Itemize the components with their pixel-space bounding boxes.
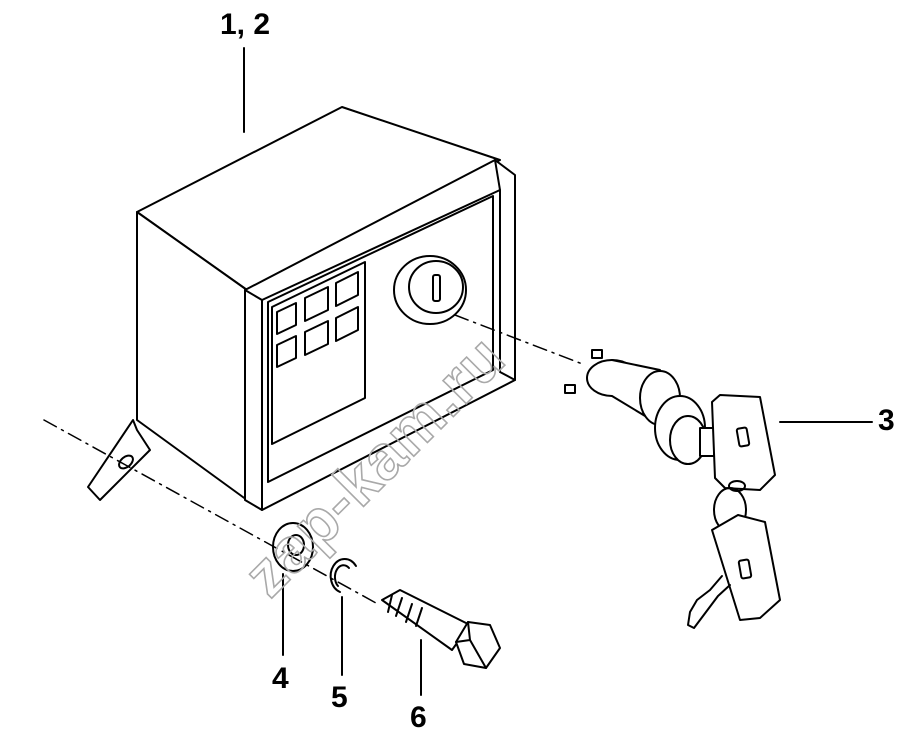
indicator-panel [271, 261, 366, 445]
callout-label-1-2: 1, 2 [220, 8, 271, 41]
key-lower [687, 514, 781, 629]
washer [272, 522, 314, 656]
callout-label-5: 5 [331, 681, 348, 714]
ignition-keys [687, 394, 873, 629]
control-box-housing [87, 47, 516, 511]
key-upper [711, 394, 776, 492]
mounting-bracket [87, 419, 151, 501]
indicator-windows [276, 271, 359, 368]
callout-label-4: 4 [272, 662, 289, 695]
housing-key-socket [393, 255, 467, 325]
ignition-switch [564, 349, 715, 465]
assembly-axis-lines [43, 314, 586, 604]
callout-label-6: 6 [410, 701, 427, 734]
bolt [381, 589, 501, 696]
callout-label-3: 3 [878, 404, 895, 437]
lock-washer [329, 557, 357, 676]
